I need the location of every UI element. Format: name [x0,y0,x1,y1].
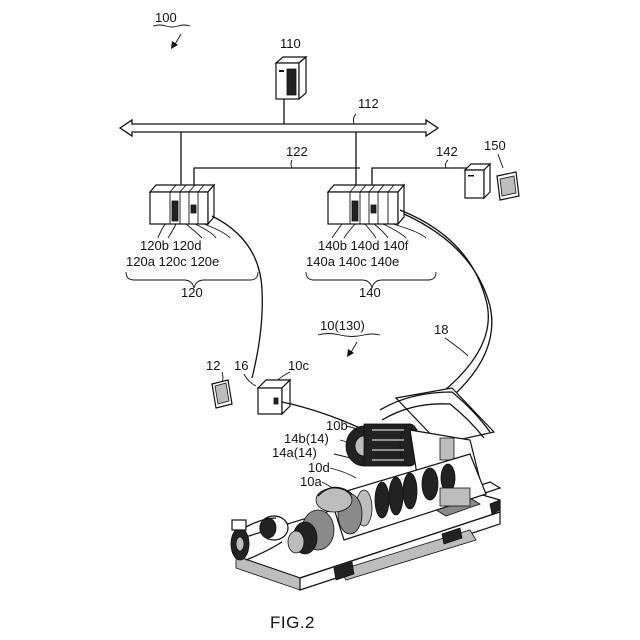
label-plc-b-top: 140b 140d 140f [318,238,409,253]
cable-plc-a-to-controller [212,216,262,378]
label-device-16-leader [244,374,256,386]
label-tablet-12: 12 [206,358,220,373]
label-machine: 10(130) [320,318,365,333]
server-icon [276,57,306,99]
label-link-122-leader [291,160,292,168]
label-link-142: 142 [436,144,458,159]
label-plc-a-top: 120b 120d [140,238,201,253]
cable-18-lower [404,214,492,410]
figure-caption: FIG.2 [270,613,315,632]
label-server: 110 [280,36,301,51]
label-link-142-leader [445,160,448,168]
label-controller-10c-leader [278,372,290,380]
label-part-10a: 10a [300,474,322,489]
label-motor-10b: 10b [326,418,348,433]
label-machine-underline [318,334,380,337]
machine-assembly [231,388,500,590]
label-cable-18: 18 [434,322,448,337]
machine-arrow-icon [347,342,357,357]
label-system-underline [153,25,190,27]
label-terminal-leader [498,154,503,168]
label-network-leader [353,114,356,124]
plc-b-leaders [332,224,426,238]
label-controller-10c: 10c [288,358,309,373]
system-arrow-icon [171,34,181,49]
plc-a-leaders [158,224,230,238]
terminal-computer-icon [465,164,490,198]
label-sensor-14b: 14b(14) [284,431,329,446]
label-link-122: 122 [286,144,308,159]
tablet-12-icon [212,380,232,408]
cable-controller-to-machine [282,402,360,428]
label-sensor-14a: 14a(14) [272,445,317,460]
label-tablet-12-leader [222,372,223,382]
plc-rack-a [150,185,214,224]
label-terminal: 150 [484,138,506,153]
label-system: 100 [155,10,177,25]
label-plc-a-group: 120 [181,285,203,300]
network-bus [120,120,438,136]
label-plc-b-group: 140 [359,285,381,300]
label-network: 112 [358,96,379,111]
label-device-16: 16 [234,358,248,373]
label-cable-18-leader [445,338,468,356]
label-part-10d: 10d [308,460,330,475]
tablet-150-icon [497,172,519,200]
plc-rack-b [328,185,404,224]
controller-10c-icon [258,380,290,414]
label-plc-a-bottom: 120a 120c 120e [126,254,219,269]
label-plc-b-bottom: 140a 140c 140e [306,254,399,269]
